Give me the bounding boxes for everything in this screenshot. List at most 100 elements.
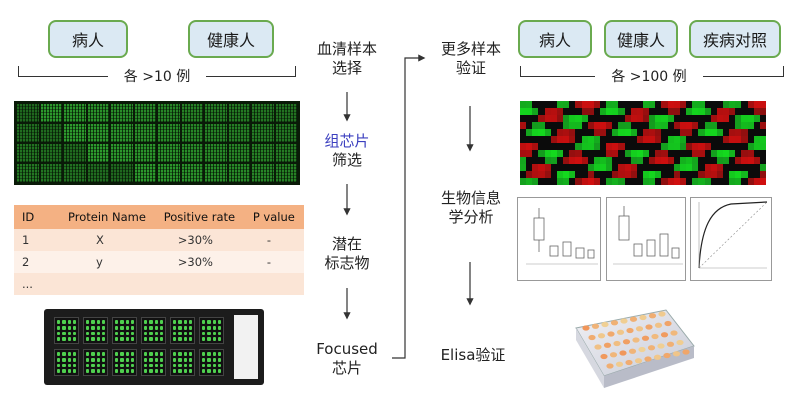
plate-well [632,337,640,343]
heatmap-cell [526,157,533,164]
heatmap-cell [735,101,742,108]
heatmap-cell [759,108,766,115]
heatmap-cell [587,157,594,164]
heatmap-cell [667,171,674,178]
heatmap-cell [587,136,594,143]
heatmap-cell [747,150,754,157]
heatmap-cell [667,150,674,157]
heatmap-cell [569,157,576,164]
heatmap-cell [550,171,557,178]
heatmap-cell [716,108,723,115]
heatmap-cell [563,157,570,164]
heatmap-cell [575,178,582,185]
heatmap-cell [673,150,680,157]
heatmap-cell [698,171,705,178]
heatmap-cell [704,150,711,157]
heatmap-cell [599,157,607,164]
heatmap-cell [753,129,760,136]
heatmap-cell [575,157,582,164]
heatmap-cell [550,150,557,157]
heatmap-cell [599,129,607,136]
array-block [134,144,156,162]
heatmap-cell [556,150,564,157]
heatmap-cell [563,171,570,178]
healthy-group-label: 健康人 [206,31,255,50]
heatmap-cell [655,136,662,143]
heatmap-cell [636,115,643,122]
heatmap-cell [698,108,705,115]
heatmap-cell [710,136,717,143]
heatmap-cell [655,143,662,150]
heatmap-cell [618,150,625,157]
heatmap-cell [563,122,570,129]
heatmap-cell [692,115,699,122]
heatmap-cell [618,136,625,143]
heatmap-cell [741,150,748,157]
heatmap-cell [599,108,607,115]
heatmap-cell [581,157,588,164]
cell-pvalue: - [244,229,304,251]
heatmap-cell [569,115,576,122]
heatmap-cell [532,136,539,143]
heatmap-cell [747,164,754,171]
heatmap-cell [716,171,723,178]
heatmap-cell [710,164,717,171]
heatmap-cell [692,101,699,108]
plate-well [635,326,644,332]
heatmap-cell [636,143,643,150]
heatmap-cell [661,122,668,129]
heatmap-cell [655,101,662,108]
heatmap-cell [624,101,631,108]
heatmap-cell [599,122,607,129]
heatmap-cell [698,101,705,108]
plate-well [626,327,634,334]
disease-control-label: 疾病对照 [702,31,767,50]
heatmap-cell [593,122,600,129]
heatmap-cell [741,171,748,178]
heatmap-cell [569,129,576,136]
plate-well [663,352,671,359]
heatmap-cell [704,108,711,115]
array-block [40,164,62,182]
plate-well [616,329,625,335]
array-block [275,124,297,142]
heatmap-cell [624,143,631,150]
heatmap-cell [550,129,557,136]
heatmap-cell [722,136,730,143]
heatmap-cell [587,101,594,108]
heatmap-cell [593,108,600,115]
plate-well [628,348,637,354]
heatmap-cell [520,150,527,157]
heatmap-cell [587,178,594,185]
plate-well [660,332,669,338]
heatmap-cell [655,164,662,171]
heatmap-cell [532,178,539,185]
heatmap-cell [593,171,600,178]
heatmap-cell [520,178,527,185]
heatmap-cell [532,157,539,164]
heatmap-cell [556,136,564,143]
heatmap-cell [544,136,551,143]
heatmap-cell [599,171,607,178]
heatmap-cell [679,171,687,178]
heatmap-cell [643,143,650,150]
heatmap-cell [569,164,576,171]
heatmap-cell [692,164,699,171]
step-focused-chip: Focused 芯片 [304,340,390,378]
heatmap-cell [618,101,625,108]
heatmap-cell [556,143,564,150]
heatmap-cell [643,108,650,115]
heatmap-cell [624,115,631,122]
heatmap-cell [636,136,643,143]
heatmap-cell [686,143,693,150]
heatmap-cell [544,164,551,171]
heatmap-cell [722,178,730,185]
elisa-plate-image [575,309,695,388]
array-block [111,104,133,122]
heatmap-cell [704,171,711,178]
heatmap-cell [532,171,539,178]
heatmap-cell [587,108,594,115]
step-line1: Elisa验证 [440,346,506,364]
heatmap-cell [636,178,643,185]
array-block [228,104,250,122]
